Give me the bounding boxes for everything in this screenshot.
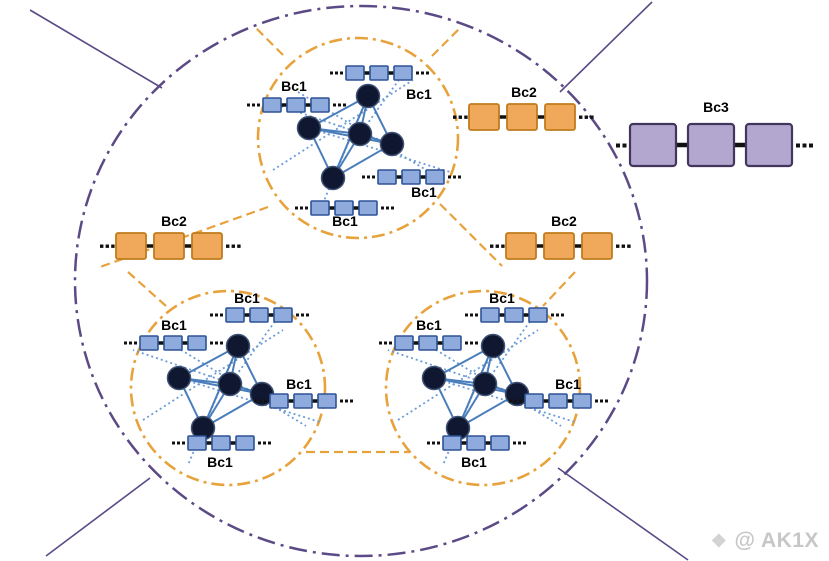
tangent-line-top-left (29, 9, 163, 89)
bc1-label: Bc1 (207, 454, 233, 470)
bc1-chain (425, 434, 528, 452)
committee-link (439, 203, 503, 267)
bc2-chain (98, 231, 243, 261)
bc1-label: Bc1 (461, 454, 487, 470)
bc3-label: Bc3 (703, 99, 729, 115)
committee-circle (384, 289, 582, 487)
bc1-label: Bc1 (332, 213, 358, 229)
committee-link (542, 271, 576, 307)
bc1-chain (170, 434, 273, 452)
bc1-label: Bc1 (406, 86, 432, 102)
bc1-label: Bc1 (489, 290, 515, 306)
bc1-label: Bc1 (416, 317, 442, 333)
outer-boundary (29, 1, 689, 561)
committee-circle (256, 36, 460, 240)
tangent-line-bottom-right (557, 467, 689, 561)
bc2-chain (488, 231, 633, 261)
bc1-label: Bc1 (555, 376, 581, 392)
bc2-label: Bc2 (511, 84, 537, 100)
bc3-chain (616, 124, 813, 166)
committee-link (431, 27, 461, 57)
watermark: ❖ @ AK1X (711, 529, 819, 553)
bc1-label: Bc1 (411, 184, 437, 200)
bc3-chain-group: Bc3 (616, 99, 813, 166)
bc1-label: Bc1 (234, 290, 260, 306)
watermark-text: @ AK1X (734, 529, 819, 552)
bc2-label: Bc2 (161, 213, 187, 229)
bc2-label: Bc2 (551, 213, 577, 229)
bc1-chain (208, 306, 311, 324)
committee-bottom-left: Bc1 Bc1 Bc1 Bc1 (122, 289, 355, 487)
compass-icon: ❖ (710, 530, 728, 551)
committee-link (127, 271, 167, 307)
committee-top: Bc1 Bc1 Bc1 Bc1 (245, 36, 463, 240)
bc2-chains: Bc2 Bc2 Bc2 (98, 84, 633, 261)
bc1-chain (328, 64, 431, 82)
outer-boundary-ellipse (73, 4, 649, 558)
tangent-line-top-right (559, 1, 653, 93)
committee-link (253, 25, 284, 56)
bc1-label: Bc1 (286, 376, 312, 392)
bc1-label: Bc1 (161, 317, 187, 333)
bc1-chain (360, 168, 463, 186)
tangent-line-bottom-left (45, 477, 151, 557)
bc1-chain (463, 306, 566, 324)
bc1-label: Bc1 (281, 78, 307, 94)
bc2-chain (451, 102, 596, 132)
committee-bottom-right: Bc1 Bc1 Bc1 Bc1 (377, 289, 610, 487)
committee-circle (129, 289, 327, 487)
